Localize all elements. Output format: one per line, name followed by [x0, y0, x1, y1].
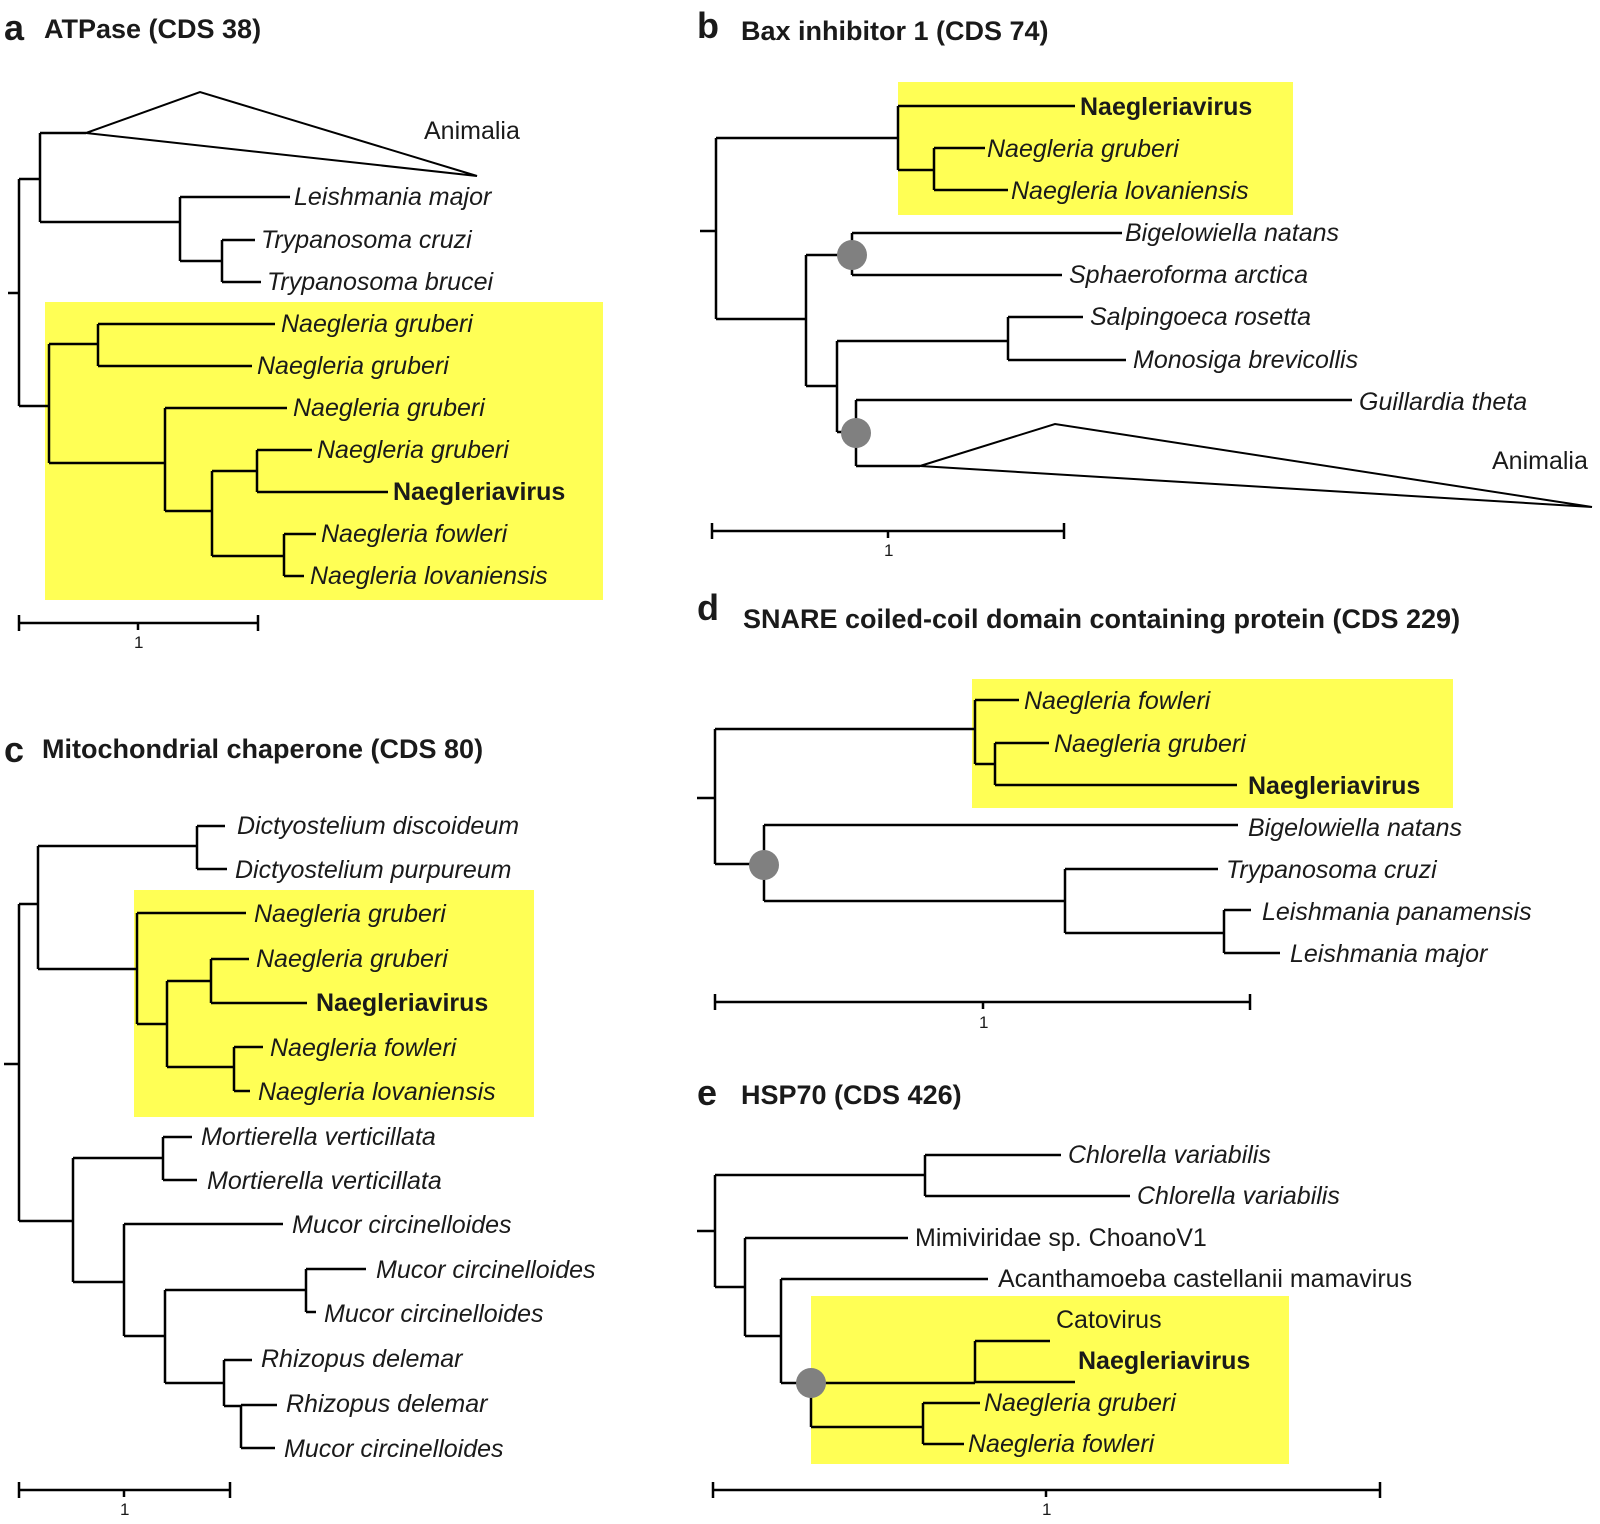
scale-bar: 1: [713, 994, 1252, 1032]
taxon-label: Dictyostelium purpureum: [235, 856, 512, 884]
taxon-label: Mucor circinelloides: [324, 1300, 544, 1328]
taxon-label: Mortierella verticillata: [201, 1123, 436, 1151]
taxon-label: Chlorella variabilis: [1068, 1141, 1271, 1169]
taxon-label: Naegleria lovaniensis: [258, 1078, 496, 1106]
taxon-label: Naegleria gruberi: [256, 945, 449, 973]
panel-a: a ATPase (CDS 38) Animalia Leishmania ma…: [4, 7, 603, 652]
taxon-label-naegleriavirus: Naegleriavirus: [1080, 93, 1252, 121]
scale-bar-label: 1: [884, 541, 893, 560]
naegleria-clade-highlight: [134, 890, 534, 1117]
panel-title: Bax inhibitor 1 (CDS 74): [741, 16, 1049, 46]
tree-branches: [4, 824, 366, 1450]
taxon-label: Salpingoeca rosetta: [1090, 303, 1311, 331]
taxon-label: Sphaeroforma arctica: [1069, 261, 1308, 289]
taxon-label: Catovirus: [1056, 1306, 1162, 1334]
scale-bar-label: 1: [1042, 1500, 1051, 1519]
taxon-label: Leishmania panamensis: [1262, 898, 1532, 926]
node-marker: [837, 240, 867, 270]
taxon-label: Naegleria fowleri: [1024, 687, 1212, 715]
tree-branches: [8, 131, 388, 578]
taxon-label: Mortierella verticillata: [207, 1167, 442, 1195]
taxon-label: Guillardia theta: [1359, 388, 1527, 416]
taxon-label: Naegleria gruberi: [257, 352, 450, 380]
taxon-label: Naegleria fowleri: [321, 520, 509, 548]
taxon-label: Mucor circinelloides: [376, 1256, 596, 1284]
taxon-label: Naegleria fowleri: [968, 1430, 1156, 1458]
scale-bar-label: 1: [120, 1500, 129, 1519]
taxon-label: Mucor circinelloides: [292, 1211, 512, 1239]
taxon-label: Trypanosoma cruzi: [261, 226, 473, 254]
taxon-label-naegleriavirus: Naegleriavirus: [1248, 772, 1420, 800]
collapsed-clade-animalia: [919, 422, 1593, 508]
panel-b: b Bax inhibitor 1 (CDS 74) Naegleriaviru…: [697, 5, 1593, 560]
scale-bar: 1: [17, 615, 260, 652]
taxon-label: Rhizopus delemar: [286, 1390, 489, 1418]
taxon-label: Naegleria lovaniensis: [1011, 177, 1249, 205]
node-marker: [841, 418, 871, 448]
taxon-label: Naegleria gruberi: [984, 1389, 1177, 1417]
panel-title: ATPase (CDS 38): [44, 14, 261, 44]
taxon-label-naegleriavirus: Naegleriavirus: [316, 989, 488, 1017]
panel-letter: c: [4, 729, 24, 770]
taxon-label: Naegleria fowleri: [270, 1034, 458, 1062]
taxon-label: Naegleria gruberi: [293, 394, 486, 422]
node-marker: [796, 1368, 826, 1398]
taxon-label: Leishmania major: [294, 183, 493, 211]
scale-bar: 1: [17, 1482, 232, 1519]
taxon-label: Naegleria lovaniensis: [310, 562, 548, 590]
panel-letter: e: [697, 1072, 717, 1113]
taxon-label: Leishmania major: [1290, 940, 1489, 968]
taxon-label: Animalia: [424, 117, 520, 145]
taxon-label: Acanthamoeba castellanii mamavirus: [998, 1265, 1412, 1293]
taxon-label: Dictyostelium discoideum: [237, 812, 519, 840]
taxon-label-naegleriavirus: Naegleriavirus: [1078, 1347, 1250, 1375]
taxon-label: Bigelowiella natans: [1125, 219, 1339, 247]
scale-bar: 1: [711, 1482, 1382, 1519]
taxon-label: Naegleria gruberi: [317, 436, 510, 464]
taxon-label: Trypanosoma cruzi: [1226, 856, 1438, 884]
panel-e: e HSP70 (CDS 426) Chlorella variabilis C…: [697, 1072, 1412, 1519]
taxon-label: Naegleria gruberi: [281, 310, 474, 338]
taxon-label: Chlorella variabilis: [1137, 1182, 1340, 1210]
taxon-label: Mucor circinelloides: [284, 1435, 504, 1463]
panel-title: HSP70 (CDS 426): [741, 1080, 962, 1110]
taxon-label: Trypanosoma brucei: [267, 268, 494, 296]
panel-d: d SNARE coiled-coil domain containing pr…: [697, 587, 1532, 1032]
naegleria-clade-highlight: [972, 679, 1453, 808]
taxon-label-naegleriavirus: Naegleriavirus: [393, 478, 565, 506]
collapsed-clade-animalia: [85, 90, 478, 177]
panel-letter: d: [697, 587, 719, 628]
taxon-label: Naegleria gruberi: [987, 135, 1180, 163]
scale-bar-label: 1: [134, 633, 143, 652]
naegleria-clade-highlight: [811, 1296, 1289, 1464]
scale-bar: 1: [710, 523, 1066, 560]
taxon-label: Animalia: [1492, 447, 1588, 475]
taxon-label: Monosiga brevicollis: [1133, 346, 1358, 374]
taxon-label: Rhizopus delemar: [261, 1345, 464, 1373]
panel-title: SNARE coiled-coil domain containing prot…: [743, 604, 1460, 634]
taxon-label: Naegleria gruberi: [254, 900, 447, 928]
node-marker: [749, 850, 779, 880]
scale-bar-label: 1: [979, 1013, 988, 1032]
taxon-label: Naegleria gruberi: [1054, 730, 1247, 758]
naegleria-clade-highlight: [45, 302, 603, 600]
panel-title: Mitochondrial chaperone (CDS 80): [42, 734, 483, 764]
taxon-label: Mimiviridae sp. ChoanoV1: [915, 1224, 1207, 1252]
panel-letter: b: [697, 5, 719, 46]
panel-letter: a: [4, 7, 25, 48]
taxon-label: Bigelowiella natans: [1248, 814, 1462, 842]
panel-c: c Mitochondrial chaperone (CDS 80) Dicty…: [4, 729, 596, 1519]
